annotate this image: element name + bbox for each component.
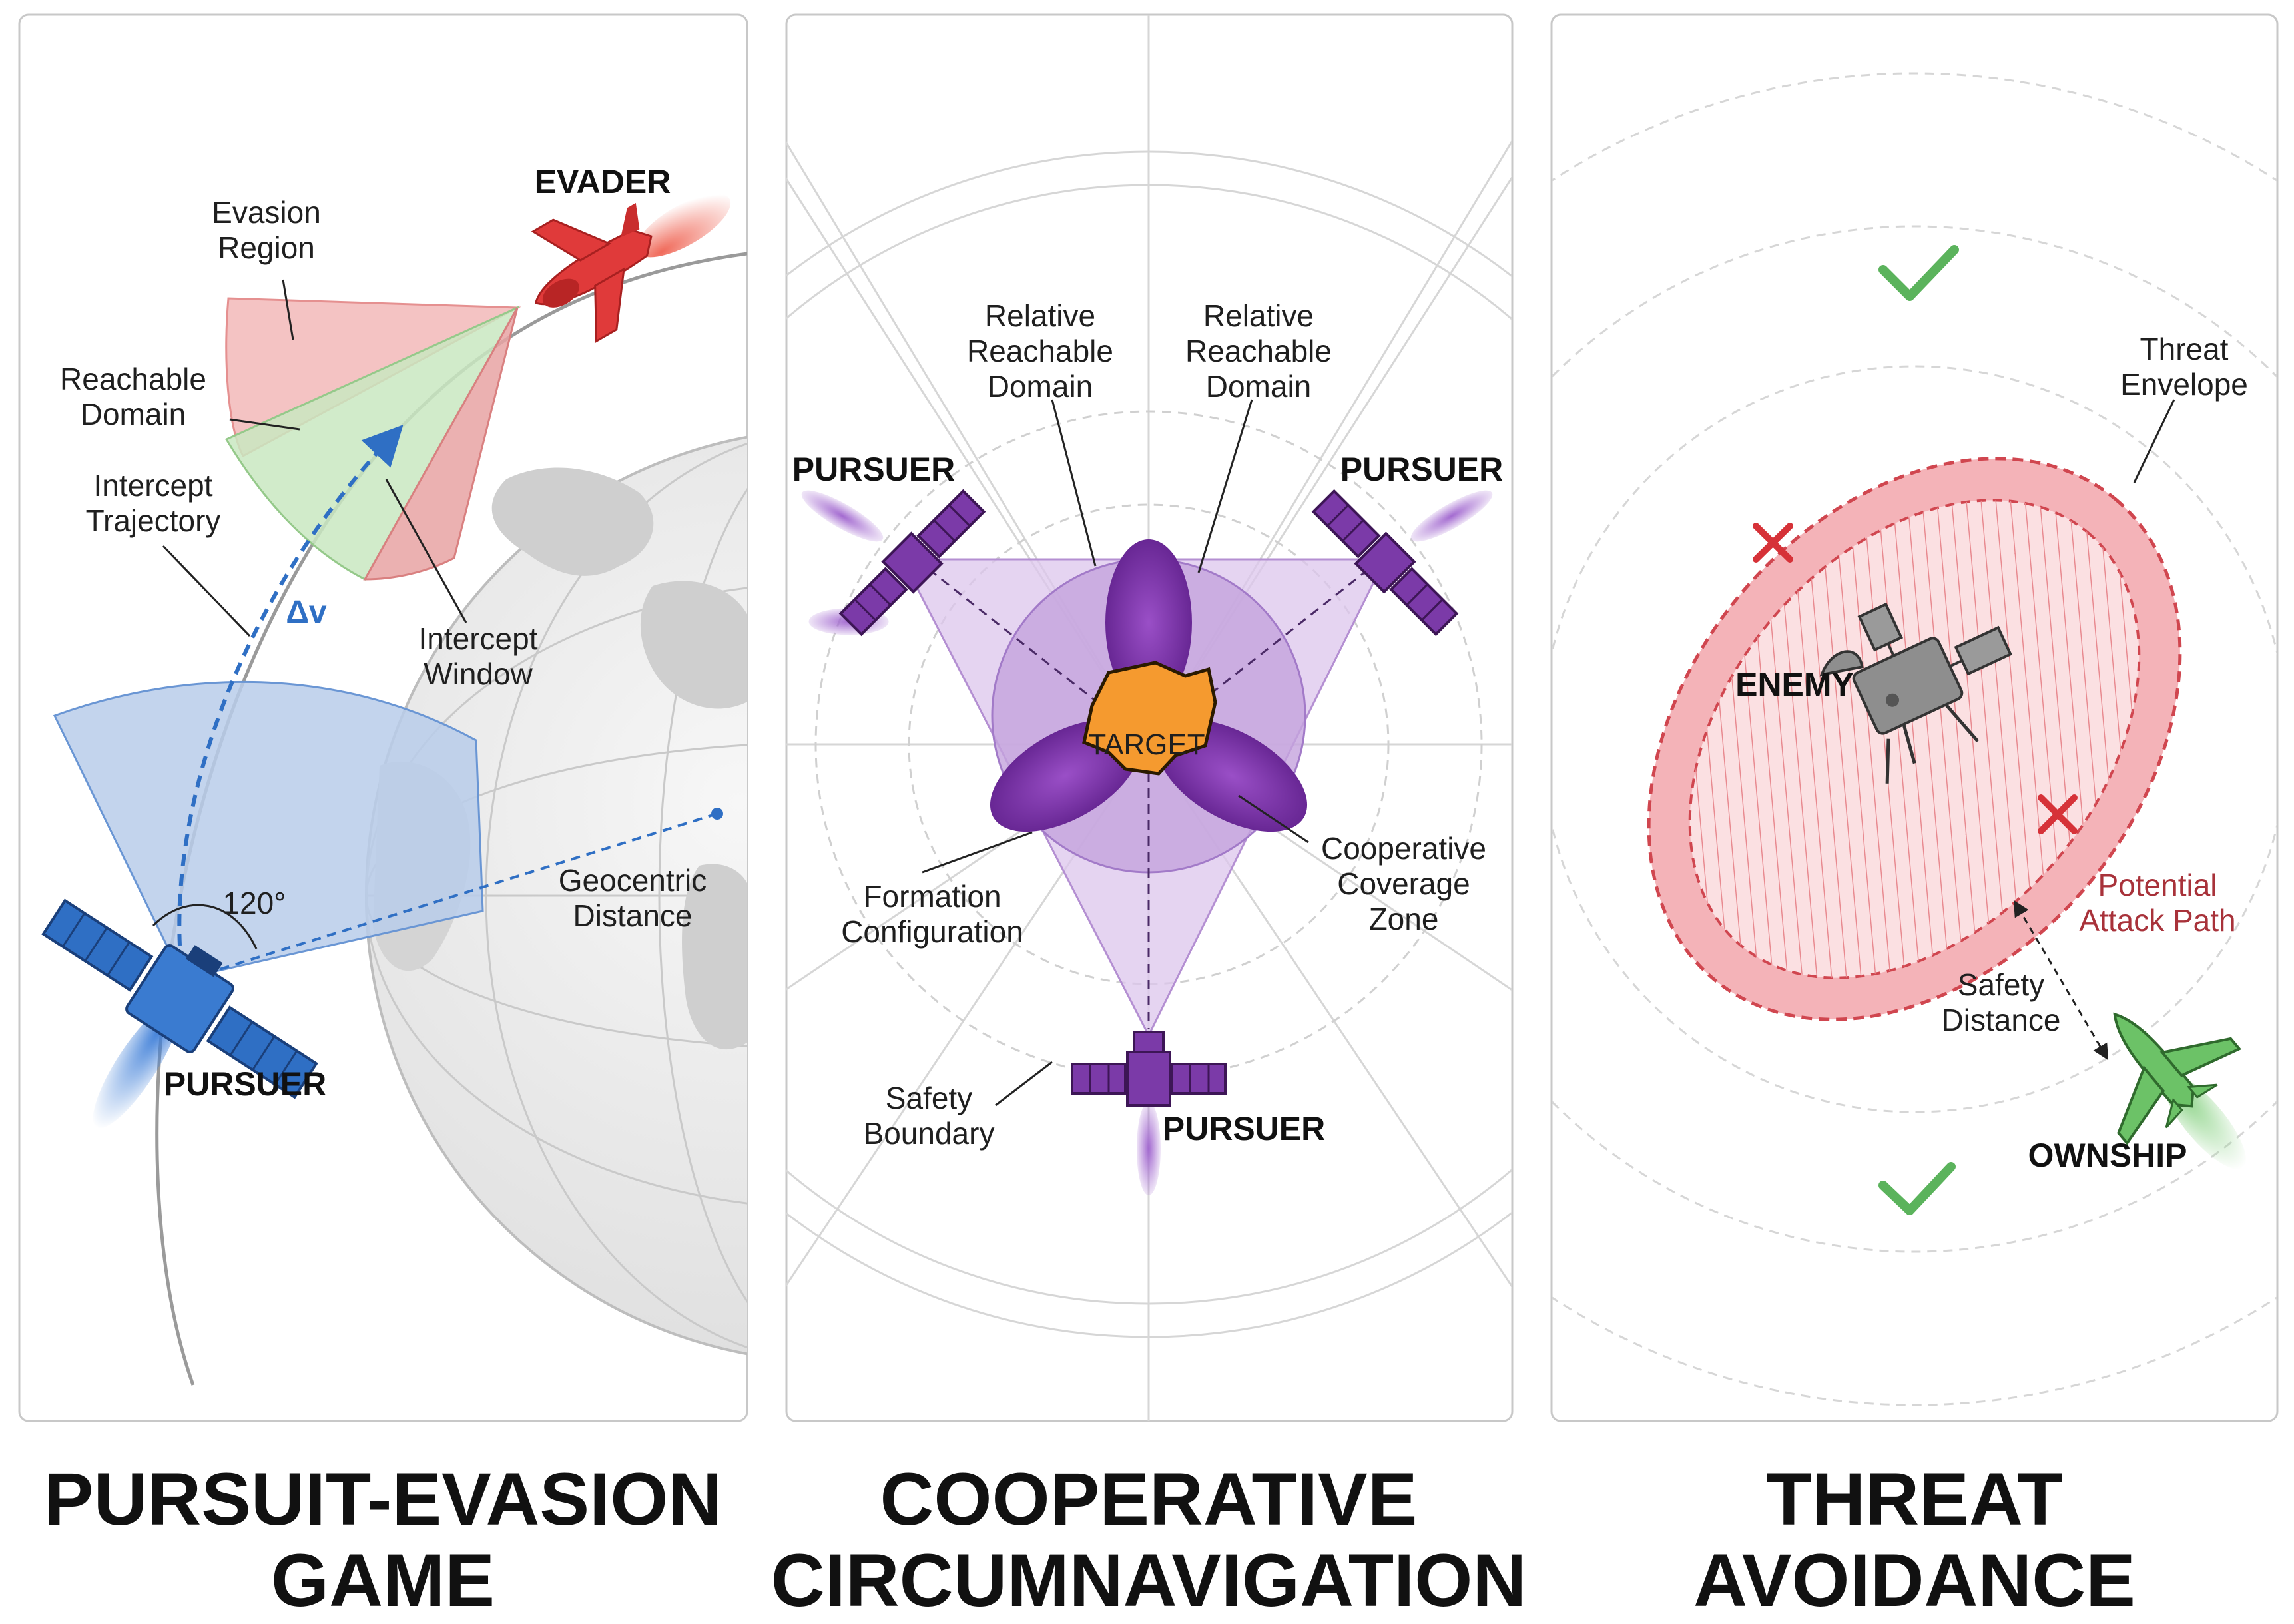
label-enemy: ENEMY (1735, 666, 1854, 703)
threat-hatch (1689, 500, 2140, 978)
label-relative-left-2: Reachable (967, 334, 1113, 368)
cross-icon (1753, 523, 1793, 563)
label-attack-path-1: Potential (2098, 868, 2217, 902)
label-evasion-region-1: Evasion (212, 195, 321, 230)
label-threat-envelope-1: Threat (2140, 332, 2229, 366)
label-safety-boundary-2: Boundary (864, 1116, 995, 1151)
leader-relative-left (1051, 399, 1097, 567)
panel-cooperative-circumnavigation: Relative Reachable Domain Relative Reach… (785, 13, 1514, 1422)
caption-pursuit-2: GAME (271, 1539, 495, 1622)
caption-threat-2: AVOIDANCE (1693, 1539, 2136, 1622)
pursuer-satellite-icon (808, 489, 986, 637)
check-icon (1878, 245, 1959, 301)
label-reachable-1: Reachable (60, 362, 206, 396)
label-safety-boundary-1: Safety (886, 1081, 972, 1115)
label-relative-right-1: Relative (1203, 298, 1314, 333)
pursuer-sector (53, 680, 484, 980)
caption-cooperative-1: COOPERATIVE (880, 1458, 1418, 1541)
caption-threat-1: THREAT (1766, 1458, 2063, 1541)
thruster-plume (801, 490, 884, 542)
evader-spacecraft-icon (531, 193, 731, 343)
pursuer-satellite-icon (1311, 489, 1459, 637)
leader-evasion (282, 279, 294, 340)
leader-formation (922, 831, 1033, 874)
label-relative-left-3: Domain (988, 369, 1093, 404)
range-rings (1552, 72, 2277, 1406)
leader-coverage (1238, 794, 1309, 844)
caption-cooperative-2: CIRCUMNAVIGATION (771, 1539, 1526, 1622)
label-pursuer-left: PURSUER (792, 451, 955, 488)
leader-trajectory (162, 545, 251, 637)
caption-pursuit-1: PURSUIT-EVASION (44, 1458, 722, 1541)
label-ownship: OWNSHIP (2028, 1137, 2187, 1174)
label-pursuer-bottom: PURSUER (1163, 1110, 1325, 1147)
label-pursuer-right: PURSUER (1340, 451, 1503, 488)
leader-safety-boundary (995, 1061, 1053, 1107)
label-safety-distance-2: Distance (1942, 1003, 2061, 1037)
label-relative-right-3: Domain (1206, 369, 1312, 404)
label-coverage-2: Coverage (1337, 866, 1470, 901)
label-window-1: Intercept (419, 621, 538, 656)
safety-distance-line (2013, 900, 2109, 1061)
label-window-2: Window (424, 657, 533, 691)
label-target: TARGET (1088, 728, 1205, 761)
formation-spokes (928, 568, 1369, 1029)
label-geocentric-2: Distance (573, 898, 693, 933)
target-asteroid-icon (1082, 661, 1217, 776)
leader-relative-right (1197, 399, 1253, 573)
panel-pursuit-evasion: EVADER Evasion Region Reachable Domain I… (18, 13, 748, 1422)
label-geocentric-1: Geocentric (559, 863, 707, 898)
enemy-satellite-icon (1819, 602, 2012, 784)
label-relative-right-2: Reachable (1185, 334, 1332, 368)
label-evasion-region-2: Region (218, 230, 315, 265)
thruster-plume (1410, 490, 1493, 542)
panel-threat-avoidance: Threat Envelope ENEMY Potential Attack P… (1550, 13, 2279, 1422)
label-coverage-3: Zone (1369, 902, 1439, 936)
label-pursuer: PURSUER (164, 1065, 326, 1103)
intercept-trajectory-line (177, 425, 404, 946)
label-relative-left-1: Relative (985, 298, 1095, 333)
leader-window (385, 479, 467, 623)
pursuer-satellite-icon (1071, 1031, 1227, 1195)
check-icon (1878, 1162, 1956, 1215)
label-delta-v: Δv (286, 595, 327, 630)
label-reachable-2: Domain (81, 397, 186, 431)
label-coverage-1: Cooperative (1321, 831, 1486, 866)
label-attack-path-2: Attack Path (2079, 903, 2235, 938)
label-evader: EVADER (535, 163, 671, 200)
cross-icon (2038, 794, 2078, 834)
ownship-aircraft-icon (2113, 1012, 2246, 1169)
angle-arc (152, 904, 258, 949)
label-angle: 120° (222, 886, 286, 920)
label-safety-distance-1: Safety (1958, 967, 2044, 1002)
label-formation-1: Formation (863, 879, 1001, 914)
pursuer-satellite-icon (41, 898, 318, 1129)
label-trajectory-1: Intercept (94, 468, 213, 503)
label-formation-2: Configuration (841, 914, 1023, 949)
leader-reachable (229, 418, 300, 431)
label-threat-envelope-2: Envelope (2120, 367, 2248, 402)
earth-center-point (711, 808, 723, 820)
leader-threat-envelope (2133, 399, 2175, 483)
geocentric-distance-line (189, 812, 718, 980)
orbit-path (155, 251, 747, 1386)
label-trajectory-2: Trajectory (86, 503, 221, 538)
